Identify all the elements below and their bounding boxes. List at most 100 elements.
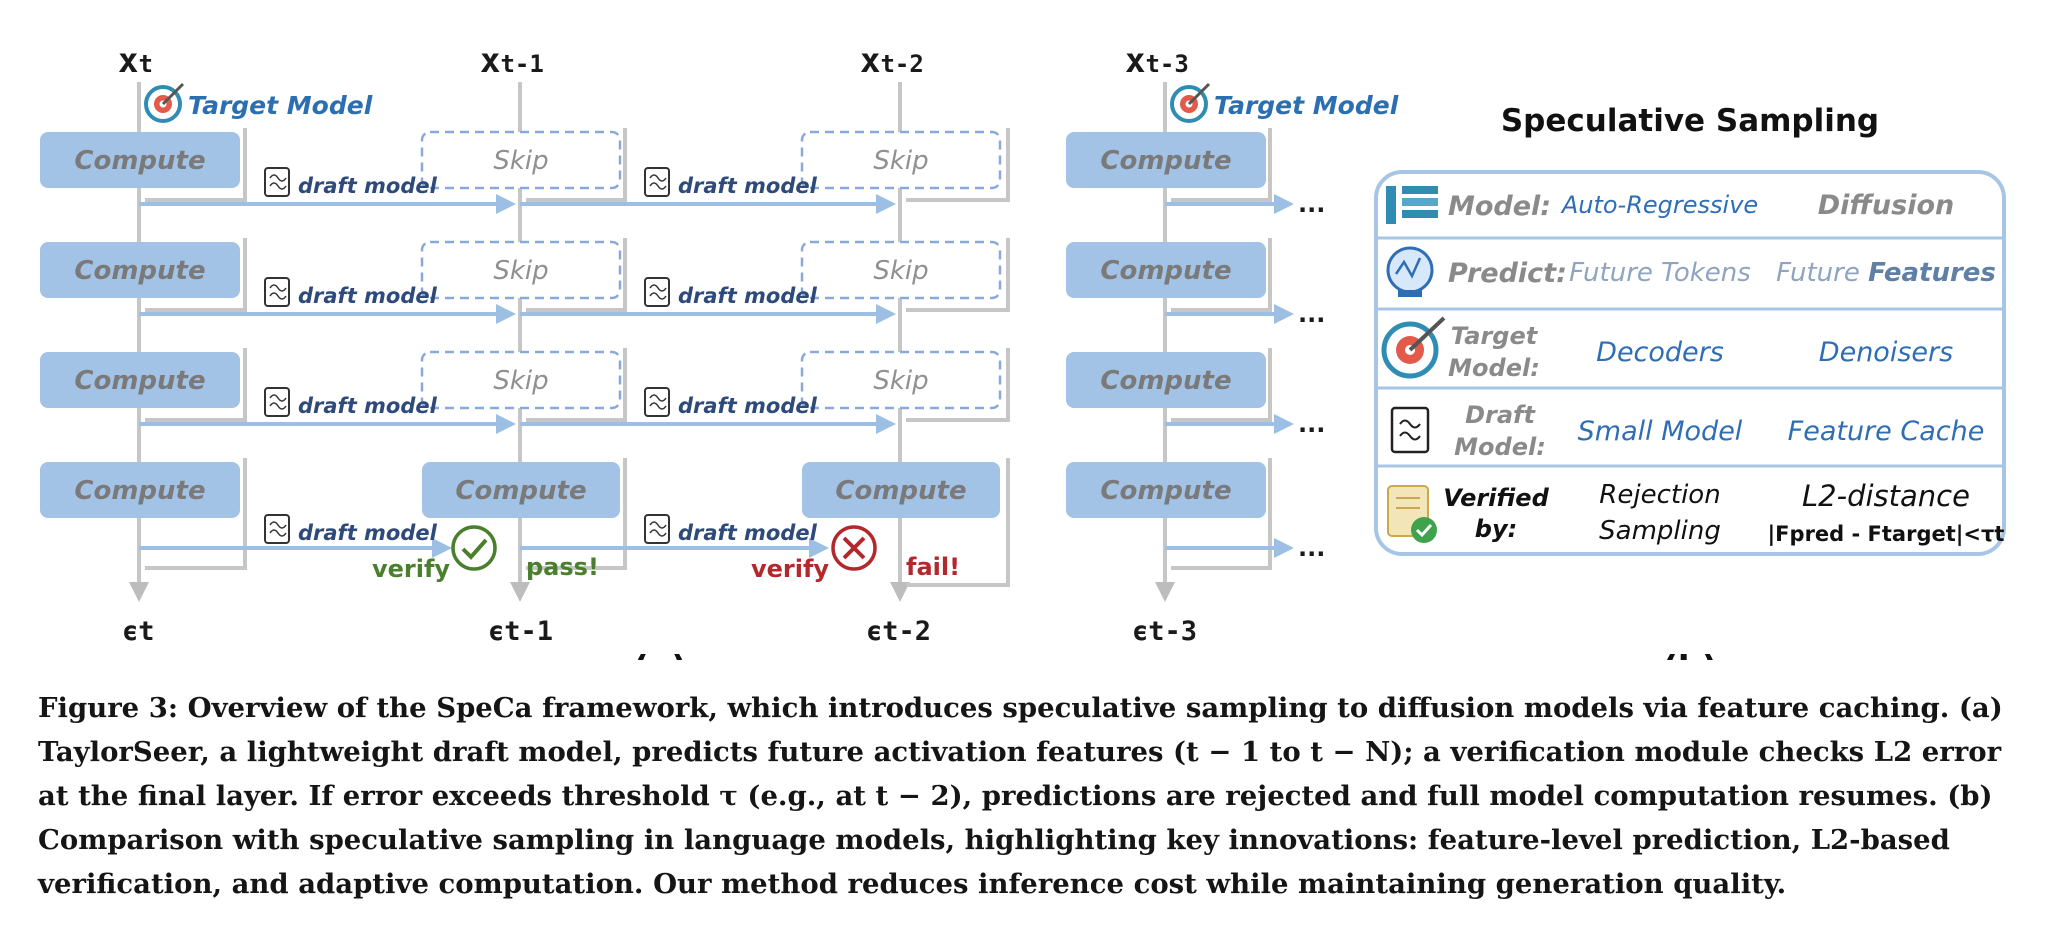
svg-text:Compute: Compute [1100,146,1231,176]
svg-text:Compute: Compute [1100,476,1231,506]
draft-model-labels: draft model draft model draft model draf… [264,167,818,545]
caption-line: Figure 3: Overview of the SpeCa framewor… [38,692,2003,724]
eps-t-label: ϵt [122,616,155,647]
draft-notepad-icon [264,387,290,417]
x-t-2-label: xt-2 [860,41,924,81]
compute-block: Compute [1066,242,1266,298]
draft-arrows [139,194,1294,558]
svg-text:Compute: Compute [74,476,205,506]
draft-notepad-icon [264,167,290,197]
comparison-table [1374,170,2006,556]
target-model-badge-1: Target Model [144,82,373,123]
table-row-key: Verified [1443,484,1549,512]
table-cell: |Fpred - Ftarget|<τt [1768,522,2005,547]
table-row-key: Target [1451,322,1539,350]
svg-text:Compute: Compute [74,256,205,286]
draft-notepad-icon [644,277,670,307]
draft-model-label: draft model [678,284,818,308]
verified-doc-icon [1387,485,1437,543]
check-circle-icon [451,525,497,571]
table-row-key: Model: [1448,191,1551,222]
compute-block: Compute [422,462,620,518]
table-row-key: Model: [1454,433,1546,461]
draft-model-label: draft model [678,394,818,418]
compute-block: Compute [40,242,240,298]
caption-line: TaylorSeer, a lightweight draft model, p… [38,736,2002,768]
x-t-label: xt [118,41,153,81]
eps-t-1-label: ϵt-1 [488,616,553,647]
caption-line: verification, and adaptive computation. … [38,868,1787,900]
draft-model-label: draft model [298,174,438,198]
residual-loops [145,128,1272,587]
svg-text:Skip: Skip [873,366,928,396]
compute-block: Compute [1066,132,1266,188]
compute-block: Compute [40,132,240,188]
ellipsis: ... [1298,300,1325,328]
svg-text:Compute: Compute [74,366,205,396]
target-icon [144,82,185,123]
table-cell: Future Tokens [1569,258,1751,288]
target-model-label: Target Model [188,91,373,120]
draft-notepad-icon [264,277,290,307]
caption-line: at the final layer. If error exceeds thr… [38,780,1993,812]
svg-text:Compute: Compute [1100,366,1231,396]
table-cell: Diffusion [1818,190,1954,221]
svg-text:Skip: Skip [873,256,928,286]
svg-text:Compute: Compute [1100,256,1231,286]
svg-text:Compute: Compute [835,476,966,506]
x-circle-icon [831,525,877,571]
verify-label: verify [751,555,829,583]
panel-b-title: Speculative Sampling [1501,103,1879,139]
skip-block: Skip [800,350,1002,410]
skip-block: Skip [800,240,1002,300]
draft-notepad-icon [264,514,290,544]
draft-notepad-icon [644,387,670,417]
draft-model-label: draft model [298,521,438,545]
pass-label: pass! [526,553,599,581]
skip-block: Skip [420,350,622,410]
ellipsis: ... [1298,190,1325,218]
panel-a: xt xt-1 xt-2 xt-3 Target Model Target Mo… [40,41,1399,660]
table-row-key: Predict: [1448,258,1567,289]
target-model-badge-2: Target Model [1170,82,1399,123]
table-cell: Future Features [1776,258,1996,288]
compute-block: Compute [802,462,1000,518]
svg-text:Compute: Compute [74,146,205,176]
table-cell: Auto-Regressive [1560,191,1758,219]
compute-block: Compute [1066,462,1266,518]
svg-text:Skip: Skip [493,256,548,286]
x-t-1-label: xt-1 [480,41,544,81]
table-cell: L2-distance [1802,479,1970,513]
skip-block: Skip [420,240,622,300]
panel-b: Speculative Sampling Model: Auto-Regress… [1374,103,2006,660]
draft-model-label: draft model [678,174,818,198]
panel-b-label: (b) [1662,649,1717,660]
table-cell: Rejection [1599,480,1720,510]
model-stack-icon [1386,186,1438,224]
fail-label: fail! [906,553,960,581]
draft-model-label: draft model [298,284,438,308]
table-row-key: Model: [1448,354,1540,382]
table-row-key: Draft [1465,401,1536,429]
draft-model-label: draft model [678,521,818,545]
verify-label: verify [372,555,450,583]
compute-block: Compute [40,462,240,518]
target-icon [1381,316,1446,379]
skip-block: Skip [800,130,1002,190]
target-model-label: Target Model [1214,91,1399,120]
notepad-icon [1390,406,1430,454]
ellipsis: ... [1298,410,1325,438]
svg-text:Skip: Skip [493,366,548,396]
table-cell: Feature Cache [1788,416,1985,447]
speca-figure: xt xt-1 xt-2 xt-3 Target Model Target Mo… [40,41,2006,660]
table-cell: Denoisers [1819,337,1953,368]
x-t-3-label: xt-3 [1125,41,1189,81]
panel-a-label: (a) [633,649,687,660]
table-cell: Sampling [1599,516,1721,546]
ellipsis: ... [1298,534,1325,562]
target-icon [1170,82,1211,123]
eps-t-3-label: ϵt-3 [1132,616,1197,647]
svg-text:Compute: Compute [455,476,586,506]
compute-block: Compute [1066,352,1266,408]
svg-text:Skip: Skip [493,146,548,176]
